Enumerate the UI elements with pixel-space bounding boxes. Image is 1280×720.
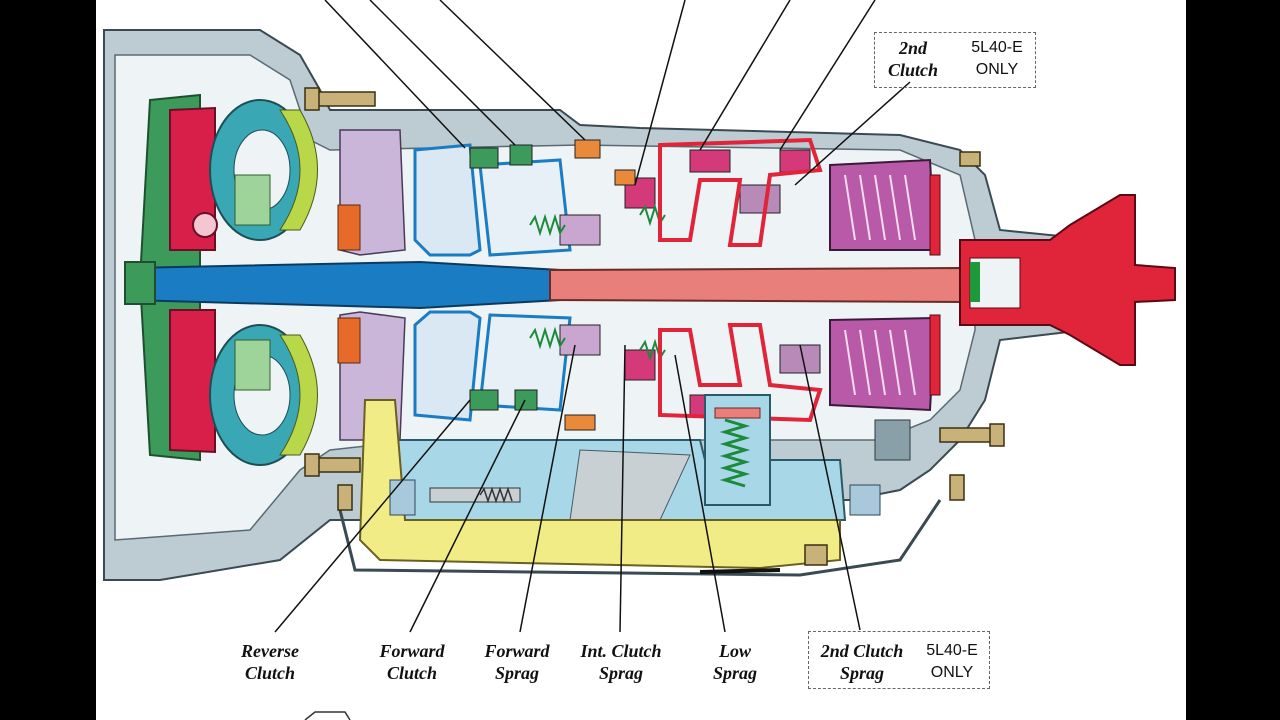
leader-lines: [274, 0, 911, 633]
label-second-clutch: 2nd Clutch: [878, 37, 948, 81]
second-clutch-housing-upper: [658, 137, 823, 247]
pump-orange-upper: [337, 204, 361, 251]
label-forward-sprag: Forward Sprag: [467, 640, 567, 684]
note-top-model-line2: ONLY: [975, 61, 1019, 78]
oil-pan-outline: [338, 499, 942, 577]
input-shaft: [129, 260, 561, 310]
output-seal-green: [970, 262, 980, 302]
electrical-connector-right: [849, 484, 881, 516]
bolts: [304, 87, 1005, 566]
label-forward-clutch-line1: Forward: [379, 641, 445, 661]
label-reverse-clutch-line2: Clutch: [244, 663, 296, 683]
clutch-packs: [469, 139, 821, 431]
planetary-ring-lower: [829, 316, 937, 412]
stator-hub-upper: [234, 174, 271, 226]
label-reverse-clutch: Reverse Clutch: [220, 640, 320, 684]
accumulator-spring: [719, 418, 751, 488]
stator-lower: [279, 334, 318, 456]
converter-impeller: [169, 106, 216, 454]
planetary-ring-upper: [829, 158, 937, 251]
note-top-model-line1: 5L40-E: [971, 39, 1023, 56]
forward-clutch-drum-upper: [478, 158, 572, 257]
planetary-gear-teeth: [844, 174, 916, 396]
speed-sensor: [874, 419, 911, 461]
accumulator-piston: [714, 407, 761, 419]
second-clutch-sprag-note-box: [808, 631, 990, 689]
note-bottom-model-line2: ONLY: [930, 664, 974, 681]
stator-upper: [279, 109, 318, 231]
main-shaft: [549, 266, 967, 304]
pan-gasket-bar: [699, 568, 781, 574]
label-forward-sprag-line1: Forward: [484, 641, 550, 661]
label-second-clutch-line2: Clutch: [887, 60, 939, 80]
label-second-clutch-sprag: 2nd Clutch Sprag: [810, 640, 914, 684]
output-flange: [959, 194, 1176, 366]
oil-pan: [358, 399, 841, 570]
label-low-sprag-line2: Sprag: [712, 663, 757, 683]
label-int-clutch-sprag-line1: Int. Clutch: [580, 641, 662, 661]
electrical-connector-left: [389, 479, 416, 516]
note-bottom-model-line1: 5L40-E: [926, 642, 978, 659]
label-int-clutch-sprag-line2: Sprag: [598, 663, 643, 683]
valve-spring: [479, 486, 513, 504]
label-int-clutch-sprag: Int. Clutch Sprag: [565, 640, 677, 684]
pump-orange-lower: [337, 317, 361, 364]
reverse-clutch-drum-lower: [413, 310, 482, 422]
page-corner-icon: [304, 711, 351, 720]
label-low-sprag-line1: Low: [718, 641, 751, 661]
label-forward-clutch: Forward Clutch: [362, 640, 462, 684]
label-second-clutch-sprag-line1: 2nd Clutch: [820, 641, 904, 661]
second-clutch-note-box: [874, 32, 1036, 88]
ring-gear-shell-lower: [929, 314, 941, 396]
converter-hub: [124, 261, 156, 305]
label-forward-sprag-line2: Sprag: [494, 663, 539, 683]
label-low-sprag: Low Sprag: [690, 640, 780, 684]
label-second-clutch-line1: 2nd: [898, 38, 927, 58]
ring-gear-shell-upper: [929, 174, 941, 256]
note-top-model: 5L40-E ONLY: [958, 37, 1036, 81]
label-second-clutch-sprag-line2: Sprag: [839, 663, 884, 683]
note-bottom-model: 5L40-E ONLY: [916, 640, 988, 684]
converter-bolt: [192, 212, 218, 238]
label-forward-clutch-line2: Clutch: [386, 663, 438, 683]
reverse-clutch-drum-upper: [413, 143, 482, 257]
label-reverse-clutch-line1: Reverse: [241, 641, 299, 661]
stator-hub-lower: [234, 339, 271, 391]
